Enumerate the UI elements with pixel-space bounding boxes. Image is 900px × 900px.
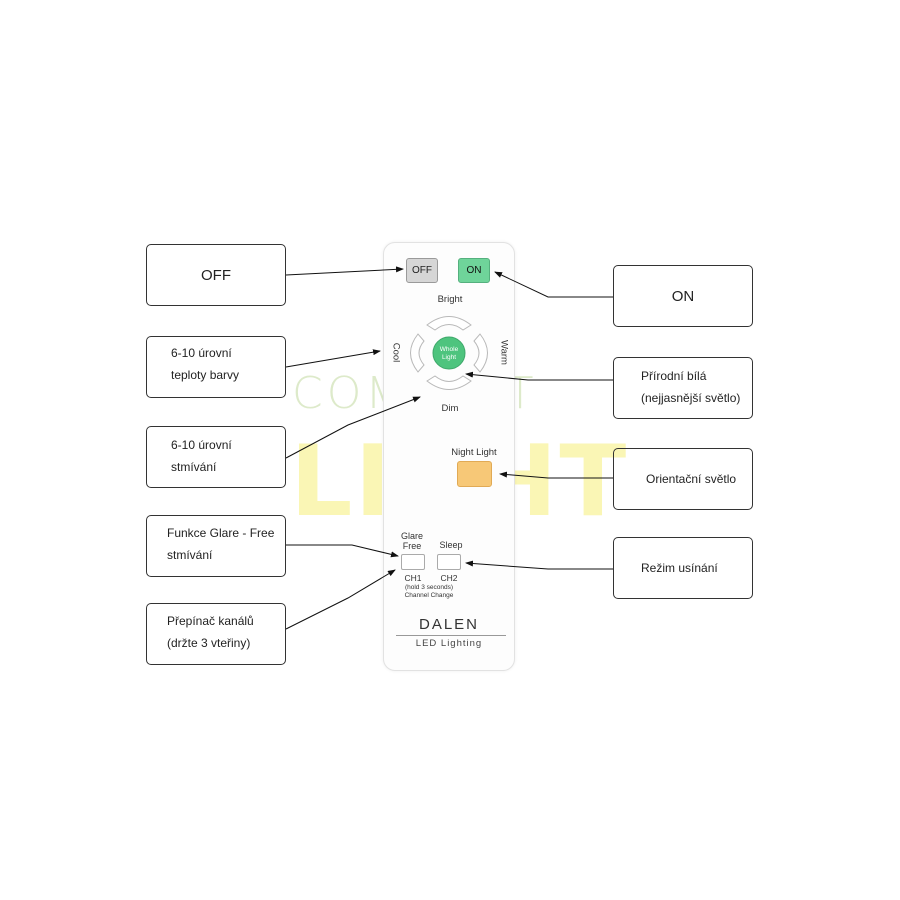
callout-channel-line1: Přepínač kanálů <box>167 614 254 628</box>
sleep-ch2-button[interactable] <box>437 554 461 570</box>
whole-light-label-1: Whole <box>439 346 459 353</box>
cool-button[interactable] <box>410 333 425 373</box>
callout-color-temp-line1: 6-10 úrovní <box>171 346 232 360</box>
callout-glare-free: Funkce Glare - Free stmívání <box>146 515 286 577</box>
brand-subtitle: LED Lighting <box>415 638 483 649</box>
callout-color-temp-line2: teploty barvy <box>171 368 240 382</box>
callout-on-text: ON <box>671 287 695 305</box>
arrow-natural-white <box>465 371 613 381</box>
arrow-dimming <box>285 396 421 459</box>
arrow-glare-free <box>286 544 399 558</box>
callout-sleep-mode: Režim usínání <box>613 537 753 599</box>
dim-label: Dim <box>441 403 459 414</box>
ch1-label: CH1 <box>404 573 422 583</box>
whole-light-label: Whole Light <box>432 346 466 362</box>
callout-dimming: 6-10 úrovní stmívání <box>146 426 286 488</box>
callout-glare-free-line1: Funkce Glare - Free <box>167 526 275 540</box>
glare-free-label: Glare Free <box>396 531 428 551</box>
hold-note: (hold 3 seconds) <box>404 584 454 591</box>
bright-button[interactable] <box>426 316 472 331</box>
on-button[interactable]: ON <box>458 258 490 283</box>
callout-natural-white: Přírodní bílá (nejjasnější světlo) <box>613 357 753 419</box>
callout-natural-white-line2: (nejjasnější světlo) <box>641 391 741 405</box>
callout-channel-line2: (držte 3 vteřiny) <box>167 636 251 650</box>
dim-button[interactable] <box>426 375 472 390</box>
warm-button[interactable] <box>473 333 488 373</box>
whole-light-label-2: Light <box>441 354 457 361</box>
brand-name: DALEN <box>418 616 480 633</box>
callout-night-light-text: Orientační světlo <box>646 472 737 486</box>
callout-on: ON <box>613 265 753 327</box>
callout-dimming-line1: 6-10 úrovní <box>171 438 232 452</box>
arrow-on <box>494 271 613 298</box>
arrow-night-light <box>499 471 613 479</box>
callout-natural-white-line1: Přírodní bílá <box>641 369 707 383</box>
channel-change-label: Channel Change <box>404 592 454 599</box>
callout-off: OFF <box>146 244 286 306</box>
callout-sleep-text: Režim usínání <box>641 561 718 575</box>
bright-label: Bright <box>437 294 463 305</box>
glare-free-ch1-button[interactable] <box>401 554 425 570</box>
callout-dimming-line2: stmívání <box>171 460 217 474</box>
callout-off-text: OFF <box>201 266 231 284</box>
brand-divider <box>396 635 506 636</box>
night-light-label: Night Light <box>451 447 497 458</box>
dpad <box>410 316 488 390</box>
callout-color-temperature: 6-10 úrovní teploty barvy <box>146 336 286 398</box>
arrow-sleep <box>465 560 613 570</box>
ch2-label: CH2 <box>440 573 458 583</box>
night-light-button[interactable] <box>457 461 492 487</box>
arrow-channel <box>285 569 396 630</box>
arrow-color-temp <box>285 349 381 368</box>
off-button[interactable]: OFF <box>406 258 438 283</box>
glare-free-label-2: Free <box>402 541 422 551</box>
sleep-label: Sleep <box>439 540 463 550</box>
callout-glare-free-line2: stmívání <box>167 548 213 562</box>
callout-night-light: Orientační světlo <box>613 448 753 510</box>
remote-control: OFF ON Bright Whole Light Cool Warm Dim … <box>383 242 515 671</box>
arrow-off <box>285 266 404 276</box>
callout-channel-switch: Přepínač kanálů (držte 3 vteřiny) <box>146 603 286 665</box>
whole-light-button[interactable] <box>432 336 466 370</box>
glare-free-label-1: Glare <box>400 531 423 541</box>
